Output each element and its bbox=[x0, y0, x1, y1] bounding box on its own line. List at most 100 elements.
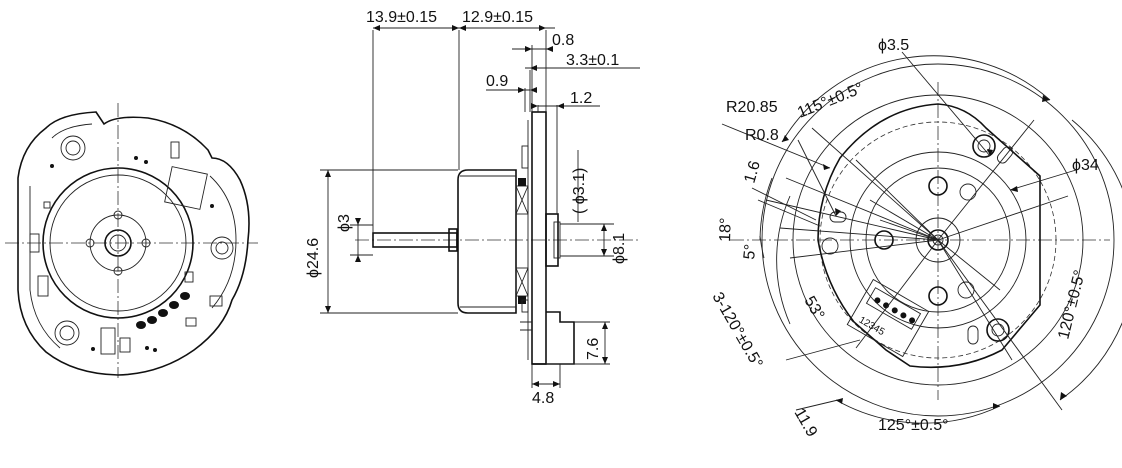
front-via-2 bbox=[144, 160, 148, 164]
back-mount-hole-bottom bbox=[986, 318, 1010, 342]
dim-r0-8: R0.8 bbox=[745, 127, 779, 144]
front-board-inner bbox=[29, 123, 237, 349]
dim-0-8: 0.8 bbox=[552, 32, 574, 49]
back-mount-hole-top-inner bbox=[977, 139, 991, 153]
front-via-5 bbox=[145, 346, 149, 350]
dim-3-3: 3.3±0.1 bbox=[566, 52, 619, 69]
side-magnet-top bbox=[518, 178, 526, 186]
back-hole-bottom bbox=[928, 286, 948, 306]
dim-5: 5° bbox=[741, 243, 760, 260]
side-connector-pins bbox=[520, 321, 532, 331]
back-circle-r176 bbox=[761, 63, 1115, 417]
front-via-6 bbox=[153, 348, 157, 352]
front-rotor-inner bbox=[49, 174, 187, 312]
back-view: 12345 bbox=[709, 37, 1122, 440]
dim-7-6: 7.6 bbox=[585, 338, 602, 360]
front-component-9 bbox=[43, 201, 51, 209]
dim-phi3: ϕ3 bbox=[336, 214, 353, 232]
dim-1-2: 1.2 bbox=[570, 90, 592, 107]
front-hub-hole-right bbox=[141, 238, 151, 248]
side-rotor-housing bbox=[457, 169, 517, 314]
dim-13-9: 13.9±0.15 bbox=[366, 9, 437, 26]
front-hub-hole-bottom bbox=[113, 266, 123, 276]
dim-phi8-1: ϕ8.1 bbox=[611, 233, 628, 264]
back-hub bbox=[915, 217, 961, 263]
side-dimension-arrows bbox=[325, 25, 608, 387]
front-hole-bottom-left-inner bbox=[59, 325, 75, 341]
front-component-5 bbox=[209, 295, 223, 307]
dim-0-9: 0.9 bbox=[486, 73, 508, 90]
front-rotor-outer bbox=[42, 167, 194, 319]
back-angle-arcs bbox=[759, 55, 1122, 424]
front-component-3 bbox=[37, 275, 49, 297]
front-ic-chip bbox=[164, 166, 208, 210]
side-view: 13.9±0.15 12.9±0.15 0.8 3.3±0.1 0.9 1.2 … bbox=[305, 9, 640, 407]
front-via-7 bbox=[91, 347, 95, 351]
dim-4-8: 4.8 bbox=[532, 390, 554, 407]
front-pad-4 bbox=[147, 316, 157, 324]
front-pad-1 bbox=[180, 292, 190, 300]
back-leader-lines bbox=[721, 51, 1077, 411]
side-dimension-lines bbox=[327, 27, 640, 385]
front-hole-right bbox=[210, 236, 234, 260]
front-shaft bbox=[109, 234, 127, 252]
dim-phi34: ϕ34 bbox=[1072, 157, 1099, 174]
back-board-outline bbox=[817, 103, 1041, 369]
dim-11-9: 11.9 bbox=[791, 406, 821, 441]
front-pad-5 bbox=[136, 321, 146, 329]
dim-3x120: 3-120°±0.5° bbox=[709, 290, 766, 372]
front-board-outline bbox=[17, 111, 250, 376]
dim-phi24-6: ϕ24.6 bbox=[305, 238, 322, 278]
dim-r20-85: R20.85 bbox=[726, 99, 778, 116]
side-extension-lines bbox=[320, 30, 614, 388]
front-pad-2 bbox=[169, 301, 179, 309]
front-hole-top-left-inner bbox=[65, 140, 81, 156]
back-boss-3 bbox=[821, 237, 839, 255]
side-board bbox=[531, 111, 547, 365]
connector-pin-numbers: 12345 bbox=[857, 315, 887, 339]
front-view bbox=[5, 103, 258, 378]
side-board-component-1 bbox=[521, 145, 529, 169]
back-slot-1 bbox=[996, 146, 1014, 164]
side-connector bbox=[532, 311, 575, 365]
front-hole-bottom-left bbox=[54, 320, 80, 346]
side-winding-hatch bbox=[515, 185, 529, 297]
front-component-7 bbox=[119, 337, 131, 353]
back-slot-3 bbox=[967, 325, 979, 345]
back-hub-bushing bbox=[927, 229, 949, 251]
front-component-8 bbox=[185, 317, 197, 327]
front-shaft-bushing bbox=[104, 229, 132, 257]
front-via-3 bbox=[50, 164, 54, 168]
back-dimension-arrows bbox=[782, 95, 1067, 409]
dim-phi3-5: ϕ3.5 bbox=[878, 37, 909, 54]
front-hub-hole-top bbox=[113, 210, 123, 220]
side-bearing-boss bbox=[545, 213, 559, 267]
front-via-4 bbox=[210, 204, 214, 208]
back-circle-r88 bbox=[849, 151, 1027, 329]
side-shaft-collar bbox=[448, 228, 458, 252]
front-hole-top-left bbox=[60, 135, 86, 161]
front-hub-hole-left bbox=[85, 238, 95, 248]
front-component-1 bbox=[170, 141, 180, 159]
dim-53: 53° bbox=[801, 294, 828, 323]
back-connector: 12345 bbox=[846, 278, 930, 358]
side-bearing-inner bbox=[553, 221, 561, 259]
back-hole-top bbox=[928, 176, 948, 196]
dim-120: 120°±0.5° bbox=[1055, 268, 1089, 341]
front-component-4 bbox=[184, 271, 194, 283]
front-pad-3 bbox=[158, 309, 168, 317]
back-boss-1 bbox=[959, 183, 977, 201]
front-hub bbox=[89, 214, 147, 272]
dim-18: 18° bbox=[717, 217, 735, 242]
back-circle-r72 bbox=[865, 167, 1011, 313]
back-boss-2 bbox=[957, 281, 975, 299]
dim-1-6: 1.6 bbox=[742, 159, 765, 185]
front-via-1 bbox=[134, 156, 138, 160]
back-mount-hole-top bbox=[972, 134, 996, 158]
front-component-2 bbox=[29, 233, 40, 253]
front-hole-right-inner bbox=[215, 241, 229, 255]
dim-12-9: 12.9±0.15 bbox=[462, 9, 533, 26]
side-board-component-2 bbox=[521, 299, 529, 313]
back-hole-left bbox=[874, 230, 894, 250]
